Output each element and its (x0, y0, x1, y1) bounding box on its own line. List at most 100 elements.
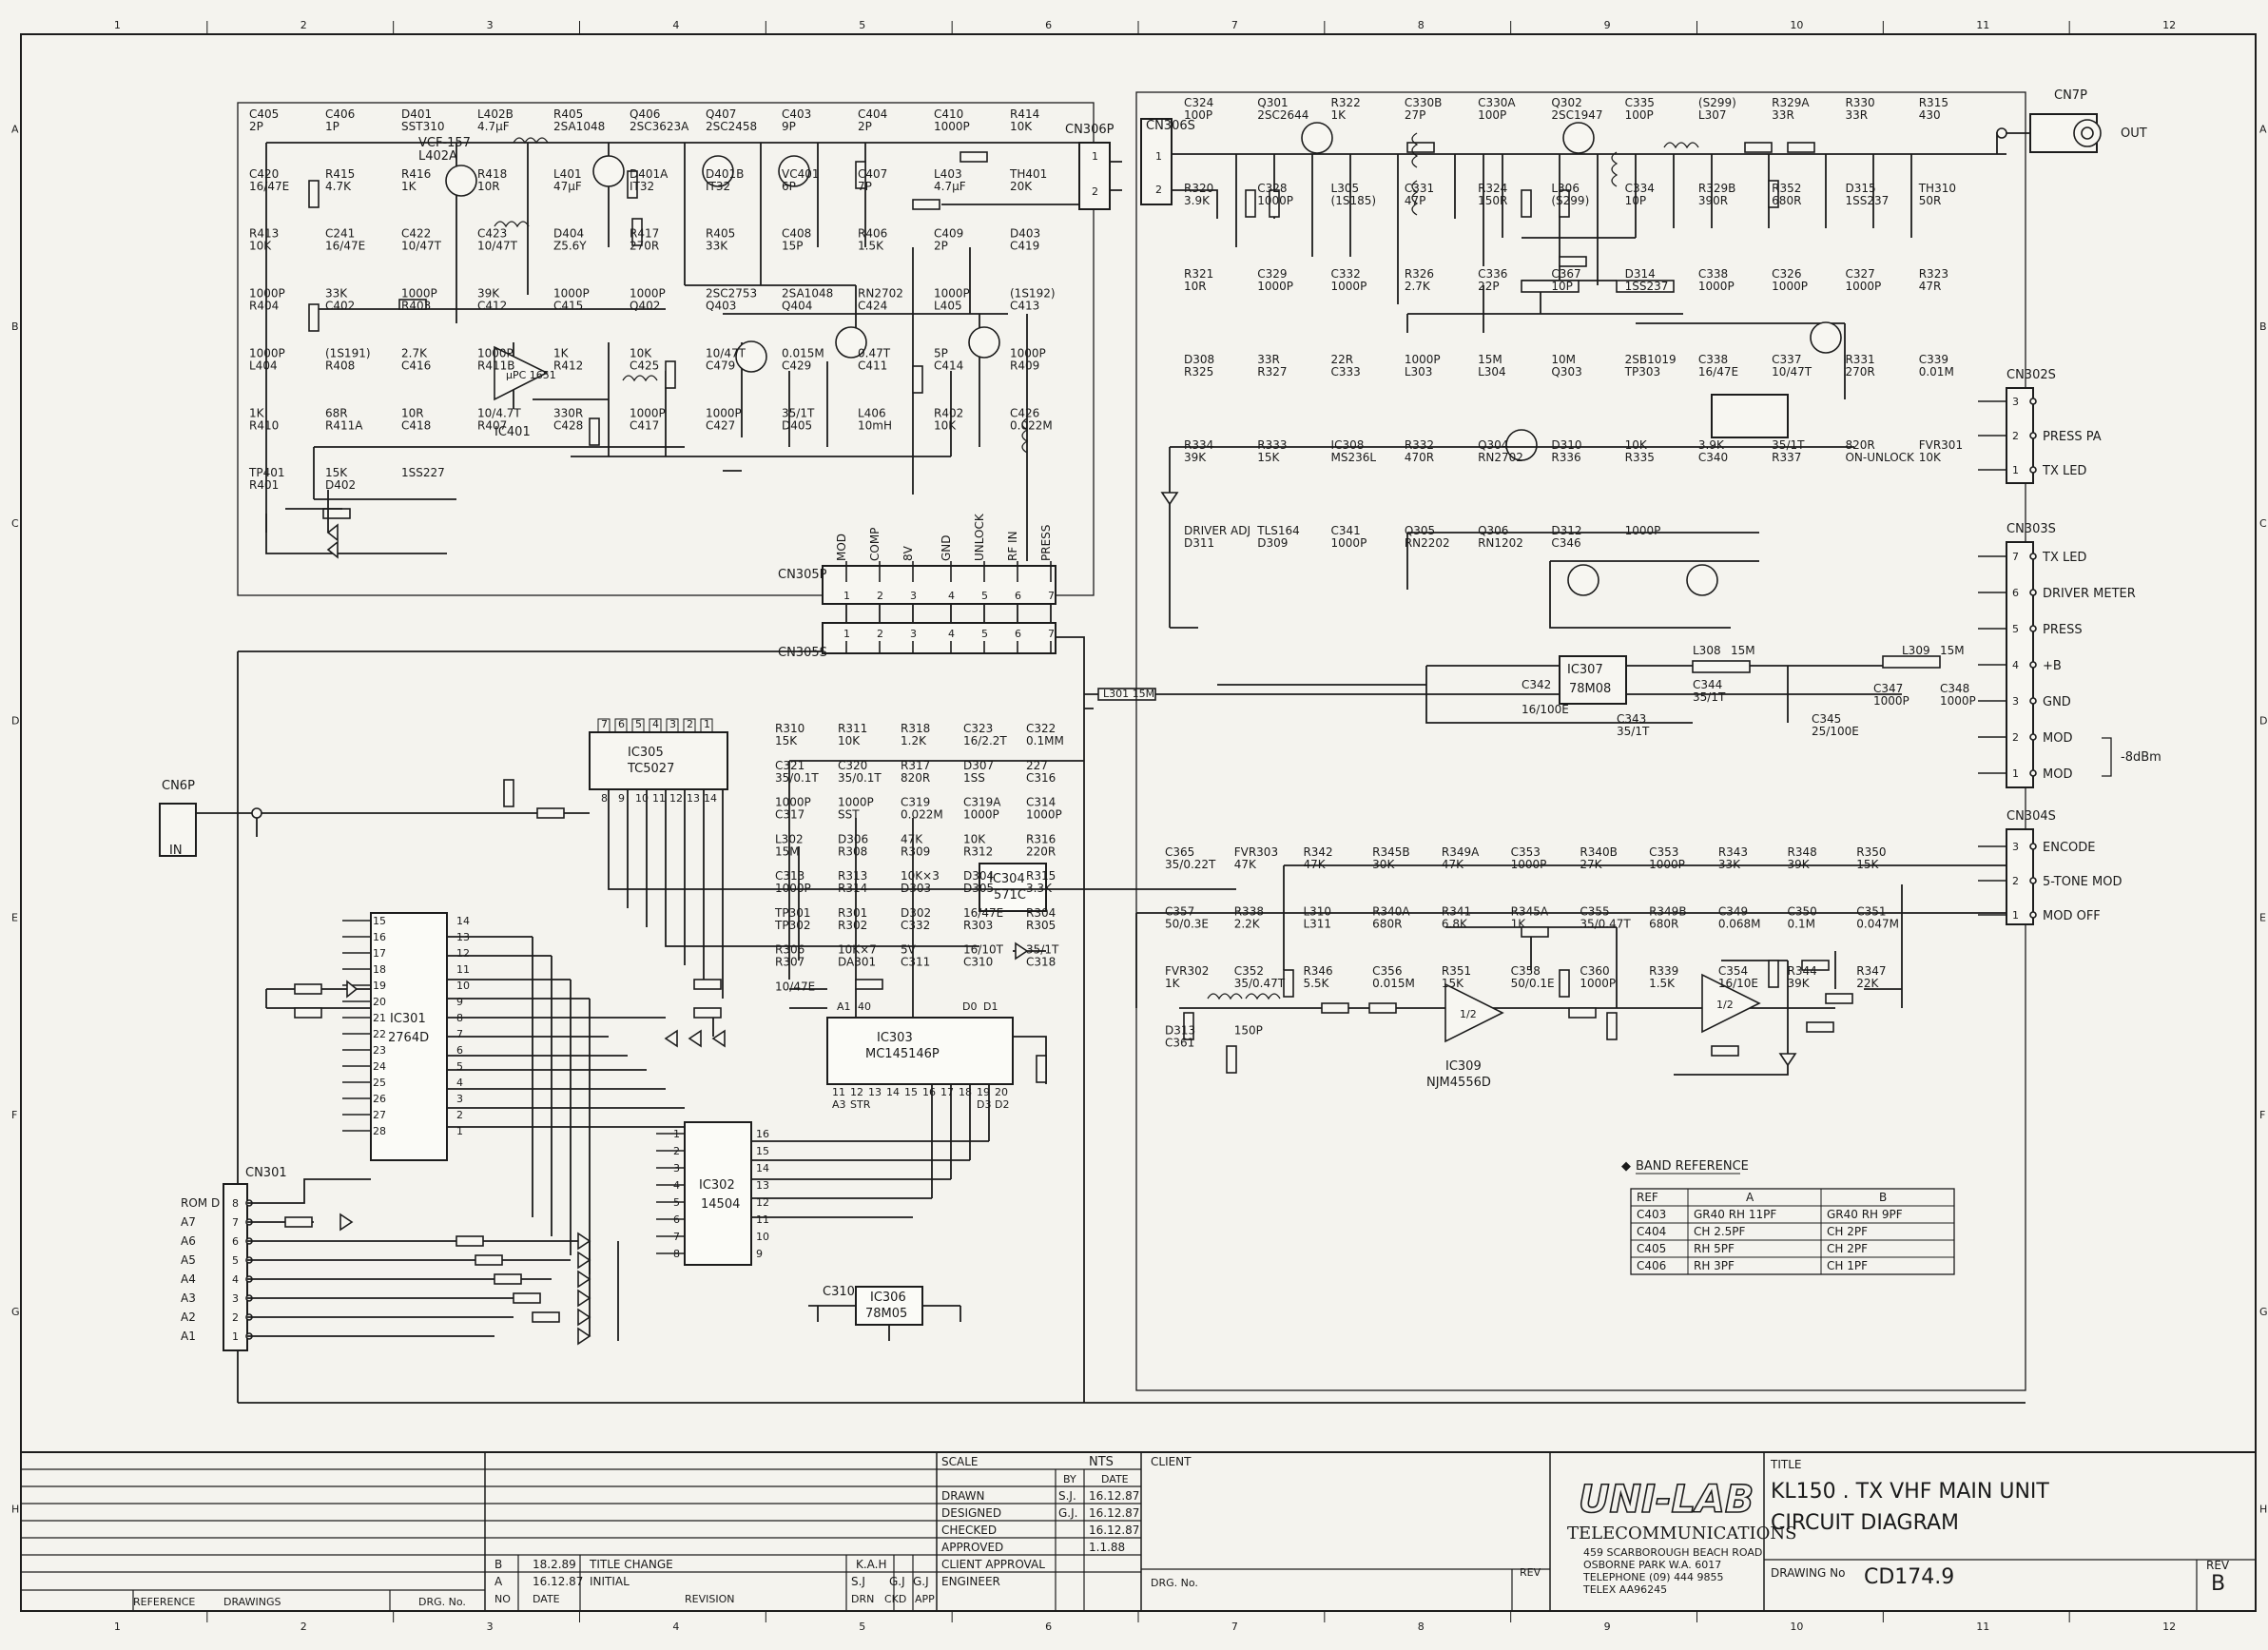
cn303s-note: -8dBm (2121, 750, 2161, 765)
pa-part-label: RN1202 (1478, 536, 1523, 550)
vco-part-label: C406 (325, 107, 355, 121)
pa-part-label: C346 (1551, 536, 1580, 550)
audio-part-label: FVR302 (1165, 964, 1209, 978)
cn303s-pin-num: 2 (2012, 731, 2019, 744)
pa-part-label: 1SS237 (1845, 194, 1889, 207)
logic-part-label: C321 (775, 759, 804, 772)
logic-part-label: C310 (963, 956, 993, 969)
pa-part-label: 2.7K (1405, 280, 1431, 293)
pa-part-label: 1000P (1845, 280, 1881, 293)
title-label: TITLE (1770, 1458, 1801, 1471)
pa-part-label: 10K (1919, 451, 1942, 464)
ic304-type: 571C (994, 888, 1026, 903)
vco-part-label: 10/47T (477, 240, 518, 253)
audio-part-label: R344 (1788, 964, 1817, 978)
ic305-label: IC305 (628, 746, 664, 760)
audio-part-label: 47K (1303, 858, 1326, 871)
cn301-pin-label: ROM D (181, 1196, 220, 1210)
vco-part-label: 39K (477, 287, 500, 301)
vco-part-label: D402 (325, 478, 356, 492)
logic-part-label: 1000P (1026, 808, 1062, 822)
grid-col-5: 5 (859, 19, 865, 31)
cn305p-label: CN305P (778, 568, 827, 582)
ic301-pin: 27 (373, 1109, 386, 1121)
pa-part-label: C337 (1772, 353, 1801, 366)
ic303-pin: STR (850, 1098, 871, 1111)
vco-part-label: C410 (934, 107, 963, 121)
cn306p-connector (1078, 142, 1111, 210)
pa-part-label: 3.9K (1698, 438, 1725, 452)
grid-col-8: 8 (1418, 19, 1425, 31)
vco-part-label: R412 (553, 359, 583, 372)
grid-row-B: B (11, 320, 19, 333)
audio-part-label: C358 (1511, 964, 1541, 978)
ic305-chip (589, 731, 728, 790)
pa-part-label: 33R (1257, 353, 1280, 366)
pa-part-label: D315 (1845, 182, 1875, 195)
vco-part-label: 10/4.7T (477, 406, 521, 419)
ic305-pin: 12 (669, 792, 683, 805)
vco-part-label: R413 (249, 227, 279, 241)
vco-part-label: 1.5K (858, 240, 884, 253)
audio-part-label: 1.5K (1649, 977, 1676, 990)
grid-col-bottom-12: 12 (2162, 1621, 2176, 1633)
audio-part-label: C352 (1234, 964, 1264, 978)
ic303-label: IC303 (877, 1031, 913, 1045)
pa-part-label: Q305 (1405, 524, 1435, 537)
grid-row-C: C (11, 517, 19, 530)
grid-row-A: A (11, 124, 19, 136)
vco-part-label: TH401 (1009, 167, 1047, 181)
logic-part-label: L302 (775, 832, 804, 845)
ic303-pin: 20 (995, 1086, 1008, 1098)
vcf-label: VCF-157 (418, 136, 471, 150)
vco-part-label: 10K (630, 346, 652, 359)
pa-part-label: R325 (1184, 365, 1213, 379)
pa-part-label: 1K (1331, 108, 1347, 122)
cn305p-pin-num: 7 (1048, 590, 1055, 602)
cn301-pin-num: 5 (232, 1254, 239, 1267)
audio-part-label: R348 (1788, 845, 1817, 859)
vco-part-label: 270R (630, 240, 659, 253)
grid-row-right-C: C (2259, 517, 2267, 530)
cn305p-pin-num: 2 (877, 590, 883, 602)
ic301-pin: 7 (456, 1028, 463, 1040)
vco-part-label: 68R (325, 406, 348, 419)
logic-part-label: R317 (901, 759, 930, 772)
cn305s-pin-num: 7 (1048, 628, 1055, 640)
logic-part-label: R306 (775, 943, 804, 957)
company-name: TELECOMMUNICATIONS (1567, 1524, 1796, 1543)
cn301-pin-num: 7 (232, 1216, 239, 1229)
audio-part-label: R339 (1649, 964, 1678, 978)
logic-part-label: 1.2K (901, 734, 927, 747)
cn305p-pin-label: MOD (835, 534, 848, 561)
power-part-label: C343 (1617, 712, 1646, 726)
vco-part-label: D401 (401, 107, 432, 121)
audio-part-label: 0.1M (1788, 918, 1815, 931)
grid-row-right-D: D (2259, 714, 2267, 727)
ic308-regulator (1711, 394, 1789, 438)
pa-part-label: 10P (1625, 194, 1647, 207)
vco-part-label: (1S192) (1010, 287, 1056, 301)
vco-part-label: R411B (477, 359, 514, 372)
power-part-label: 25/100E (1812, 725, 1859, 738)
pa-part-label: 1000P (1331, 536, 1367, 550)
pa-part-label: C338 (1698, 353, 1728, 366)
audio-part-label: C361 (1165, 1037, 1194, 1050)
audio-part-label: R345B (1372, 845, 1409, 859)
vco-part-label: L402B (477, 107, 514, 121)
grid-col-bottom-5: 5 (859, 1621, 865, 1633)
cn301-pin-num: 6 (232, 1235, 239, 1248)
cn304s-pin-label: ENCODE (2043, 841, 2095, 855)
grid-col-6: 6 (1045, 19, 1052, 31)
ic301-pin: 10 (456, 980, 470, 992)
vco-part-label: 1SS227 (401, 466, 445, 479)
cn305p-pin-label: GND (940, 534, 953, 561)
vco-part-label: IT32 (706, 180, 730, 193)
pa-part-label: R332 (1405, 438, 1434, 452)
vco-part-label: 2P (858, 120, 872, 133)
vco-part-label: 0.47T (858, 346, 891, 359)
svg-text:1/2: 1/2 (1716, 999, 1734, 1011)
ic304-chip (979, 863, 1047, 912)
audio-part-label: 30K (1372, 858, 1395, 871)
